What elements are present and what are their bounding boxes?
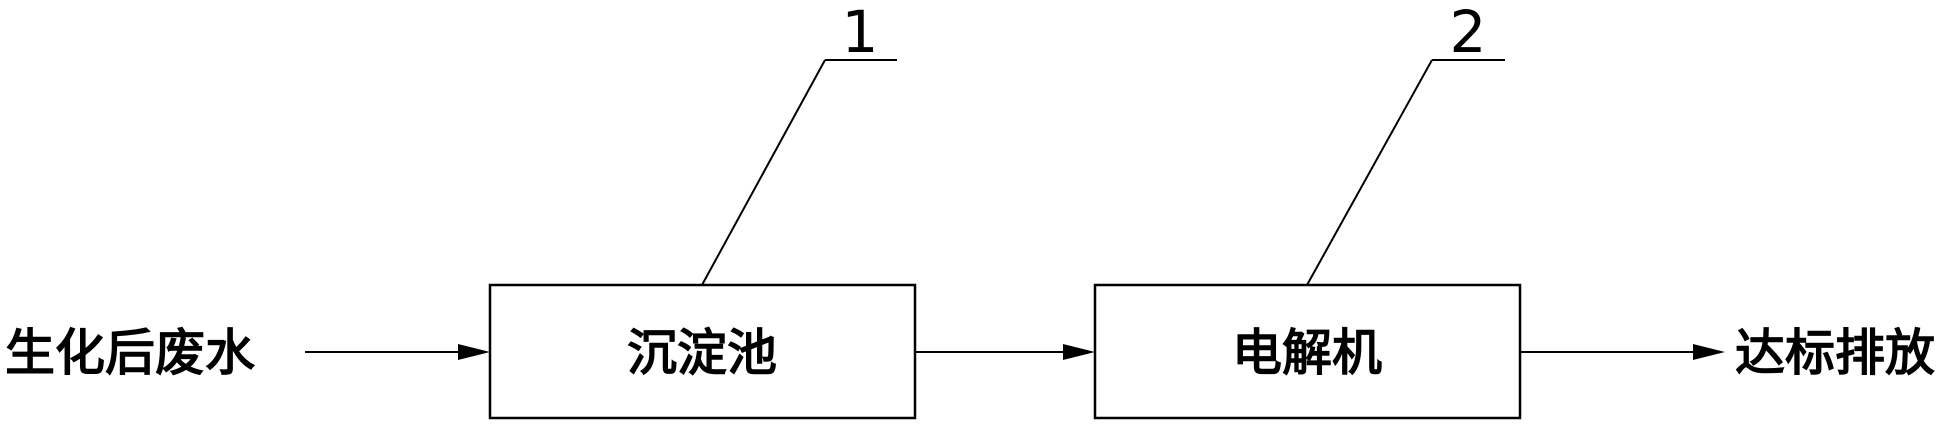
input-label: 生化后废水 (5, 324, 256, 382)
arrow-tank-to-electrolyzer (915, 344, 1095, 360)
callout-2-leader (1306, 59, 1433, 286)
electrolysis-machine-label: 电解机 (1232, 324, 1382, 382)
sedimentation-tank-label: 沉淀池 (627, 324, 777, 382)
callout-2: 2 (1306, 0, 1505, 286)
electrolysis-machine-block: 电解机 (1093, 283, 1522, 420)
sedimentation-tank-block: 沉淀池 (488, 283, 917, 420)
callout-1: 1 (701, 0, 897, 286)
callout-1-number: 1 (842, 0, 879, 66)
callout-2-number: 2 (1450, 0, 1487, 66)
output-label: 达标排放 (1735, 324, 1935, 382)
sedimentation-tank-box (488, 283, 917, 420)
arrow-input-to-tank (305, 344, 490, 360)
callout-1-leader (701, 59, 826, 286)
arrow-electrolyzer-to-output (1520, 344, 1725, 360)
